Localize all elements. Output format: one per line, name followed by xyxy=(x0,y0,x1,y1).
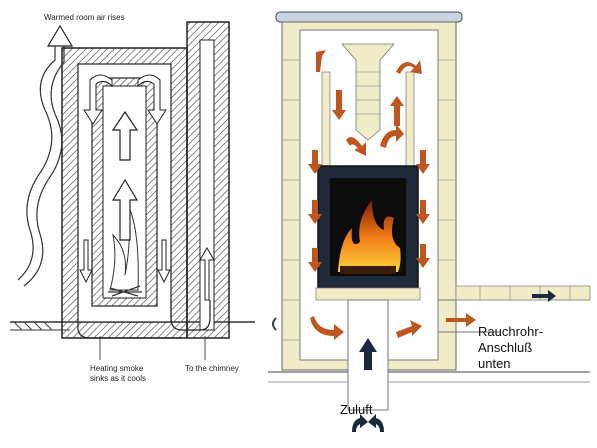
left-chimney-arrow xyxy=(199,247,215,301)
right-outlet-wall-joints xyxy=(479,286,571,300)
air-arrows xyxy=(352,338,384,432)
left-warm-air-wave xyxy=(17,45,56,281)
label-heating-smoke: Heating smoke xyxy=(90,364,144,373)
flow-arrow-right-3 xyxy=(416,244,430,268)
label-to-chimney: To the chimney xyxy=(185,364,239,373)
label-warmed-air: Warmed room air rises xyxy=(44,13,125,22)
left-rising-arrow xyxy=(111,178,139,241)
flow-arrow-mid-left xyxy=(346,137,366,156)
flow-arrow-top-right-2 xyxy=(390,96,404,126)
label-unten: unten xyxy=(478,356,511,371)
left-heater-diagram: Warmed room air rises Heating smoke sink… xyxy=(10,13,255,383)
flow-arrow-left-1 xyxy=(308,150,322,174)
left-rising-arrow-upper xyxy=(111,110,139,161)
left-chimney-u xyxy=(170,300,211,331)
flow-arrow-left-2 xyxy=(308,200,322,224)
right-firebox-plinth xyxy=(315,287,421,301)
right-left-tile-joints xyxy=(282,59,300,341)
right-wall-clip xyxy=(272,317,277,331)
left-top-arrow-right xyxy=(137,74,167,125)
flow-arrow-mid-right xyxy=(380,124,404,148)
outlet-blue-arrow xyxy=(532,290,556,302)
left-warm-air-wave-2 xyxy=(23,45,65,287)
air-arrow-inlet-left xyxy=(352,414,368,432)
left-side-arrow-left xyxy=(79,239,93,284)
label-zuluft: Zuluft xyxy=(340,402,373,417)
left-firewood xyxy=(108,285,142,297)
flow-arrow-top-left-2 xyxy=(332,90,346,120)
flow-arrow-right-1 xyxy=(416,150,430,174)
flow-arrow-outlet xyxy=(446,313,476,327)
air-arrow-inlet-right xyxy=(368,414,384,432)
right-stove-diagram: Rauchrohr- Anschluß unten Zuluft xyxy=(268,11,591,432)
flow-arrow-top-right xyxy=(396,60,422,74)
left-top-arrow-left xyxy=(83,74,113,125)
flow-arrow-bottom-right xyxy=(396,320,422,338)
left-side-arrow-right xyxy=(157,239,171,284)
right-funnel-segments xyxy=(356,71,380,115)
flow-arrow-top-left xyxy=(316,50,326,72)
label-sinks-cools: sinks as it cools xyxy=(90,374,146,383)
air-arrow-duct xyxy=(359,338,377,370)
flow-arrow-bottom-left xyxy=(310,316,344,340)
right-outlet-wall xyxy=(455,285,591,301)
left-flames xyxy=(109,204,139,291)
right-fire-logs xyxy=(340,266,396,274)
label-rauchrohr: Rauchrohr- xyxy=(478,324,543,339)
label-anschluss: Anschluß xyxy=(478,340,532,355)
flow-arrows xyxy=(308,50,476,340)
left-warm-air-arrowhead xyxy=(46,24,74,47)
right-right-tile-joints xyxy=(438,59,456,261)
left-base-hatch xyxy=(13,321,53,331)
flow-arrow-left-3 xyxy=(308,248,322,272)
left-bottom-channel xyxy=(77,322,182,339)
right-fire-flames xyxy=(338,200,401,272)
flow-arrow-right-2 xyxy=(416,200,430,224)
right-top-cap xyxy=(275,11,463,23)
